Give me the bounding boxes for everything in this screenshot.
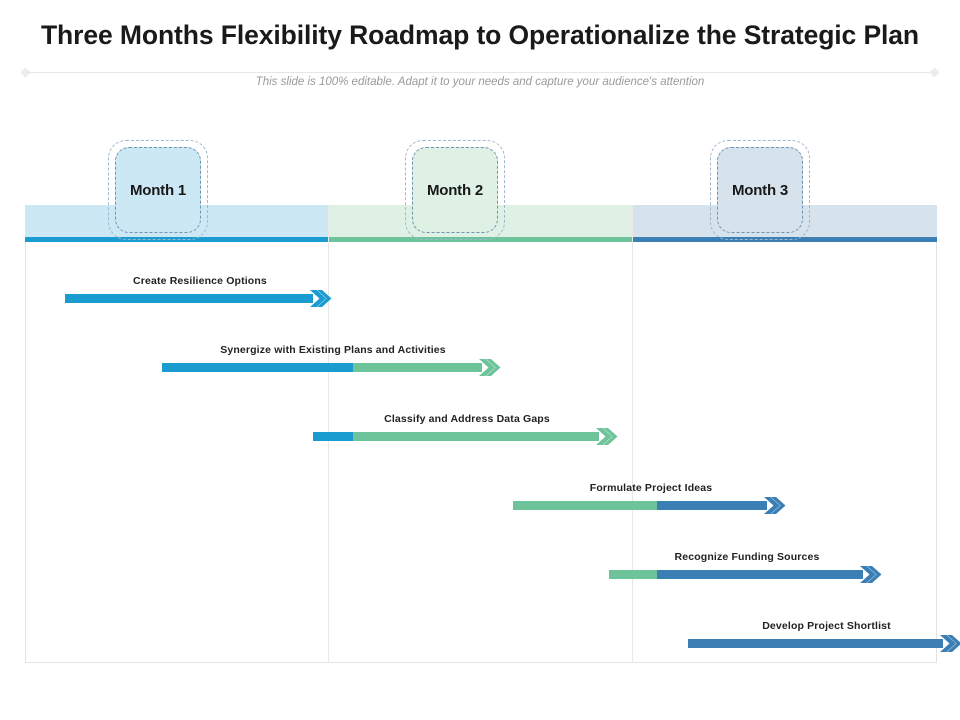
badge-outer-border [405,140,505,240]
badge-inner-border [115,147,201,233]
task-bar-segment-2 [353,432,599,441]
month-badge-1[interactable]: Month 1 [108,140,208,240]
task-row[interactable]: Develop Project Shortlist [688,620,960,654]
task-label: Create Resilience Options [133,275,267,287]
column-divider-2 [632,205,633,663]
task-arrow-double-chevron-icon [478,357,502,378]
task-bar [65,294,313,303]
task-label: Recognize Funding Sources [674,551,820,563]
task-bar [313,432,599,441]
task-label: Synergize with Existing Plans and Activi… [220,344,446,356]
page-title: Three Months Flexibility Roadmap to Oper… [40,20,920,50]
task-row[interactable]: Formulate Project Ideas [513,482,789,516]
task-row[interactable]: Synergize with Existing Plans and Activi… [162,344,504,378]
task-bar [688,639,943,648]
task-bar-segment-1 [313,432,353,441]
task-bar [609,570,863,579]
task-arrow-double-chevron-icon [859,564,883,585]
badge-inner-border [412,147,498,233]
task-bar [162,363,482,372]
task-bar-segment-1 [513,501,657,510]
task-arrow-double-chevron-icon [763,495,787,516]
task-label: Classify and Address Data Gaps [384,413,550,425]
badge-outer-border [108,140,208,240]
task-bar [513,501,767,510]
task-label: Formulate Project Ideas [589,482,713,494]
task-arrow-double-chevron-icon [595,426,619,447]
task-bar-segment-1 [65,294,313,303]
task-row[interactable]: Recognize Funding Sources [609,551,885,585]
month-badge-2[interactable]: Month 2 [405,140,505,240]
task-bar-segment-1 [609,570,657,579]
divider-line [28,72,932,73]
task-bar-segment-1 [162,363,353,372]
task-row[interactable]: Create Resilience Options [65,275,335,309]
task-label: Develop Project Shortlist [762,620,891,632]
task-bar-segment-2 [657,570,863,579]
task-bar-segment-2 [657,501,767,510]
month-badge-label: Month 3 [731,181,789,199]
task-arrow-double-chevron-icon [309,288,333,309]
badge-inner-border [717,147,803,233]
task-arrow-double-chevron-icon [939,633,960,654]
task-bar-segment-1 [688,639,943,648]
month-badge-3[interactable]: Month 3 [710,140,810,240]
month-badge-label: Month 2 [426,181,484,199]
title-divider [20,67,940,78]
task-bar-segment-2 [353,363,482,372]
page-subtitle: This slide is 100% editable. Adapt it to… [255,76,705,88]
task-row[interactable]: Classify and Address Data Gaps [313,413,621,447]
month-badge-label: Month 1 [129,181,187,199]
badge-outer-border [710,140,810,240]
